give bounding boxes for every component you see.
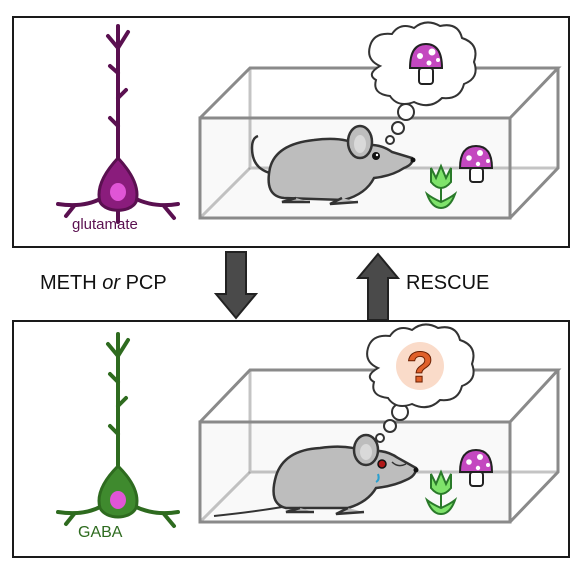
bottom-scene: ? [56,323,562,528]
question-mark-icon: ? [407,343,434,392]
mushroom-icon [458,144,494,183]
neuron-label-gaba: GABA [78,524,123,541]
question-glow [396,342,444,390]
label-meth: METH [40,272,103,294]
tulip-icon [424,163,458,210]
label-meth-or-pcp: METH or PCP [40,272,167,295]
label-pcp: PCP [120,272,167,294]
tulip-icon [424,469,458,516]
label-or: or [102,272,121,294]
thought-bubble [366,323,475,443]
mushroom-icon [458,448,494,487]
label-rescue: RESCUE [406,272,490,294]
mouse-icon [250,124,416,206]
thought-mushroom-icon [408,42,444,85]
up-arrow-icon [356,252,400,321]
panel-bottom: ? GABA [12,320,570,558]
down-arrow-icon [214,251,258,320]
top-scene [56,21,562,224]
gaba-nucleus [110,491,126,509]
neuron-label-glutamate: glutamate [72,216,138,233]
glutamate-nucleus [110,183,126,201]
mouse-confused-icon [213,433,419,517]
panel-top: glutamate [12,16,570,248]
